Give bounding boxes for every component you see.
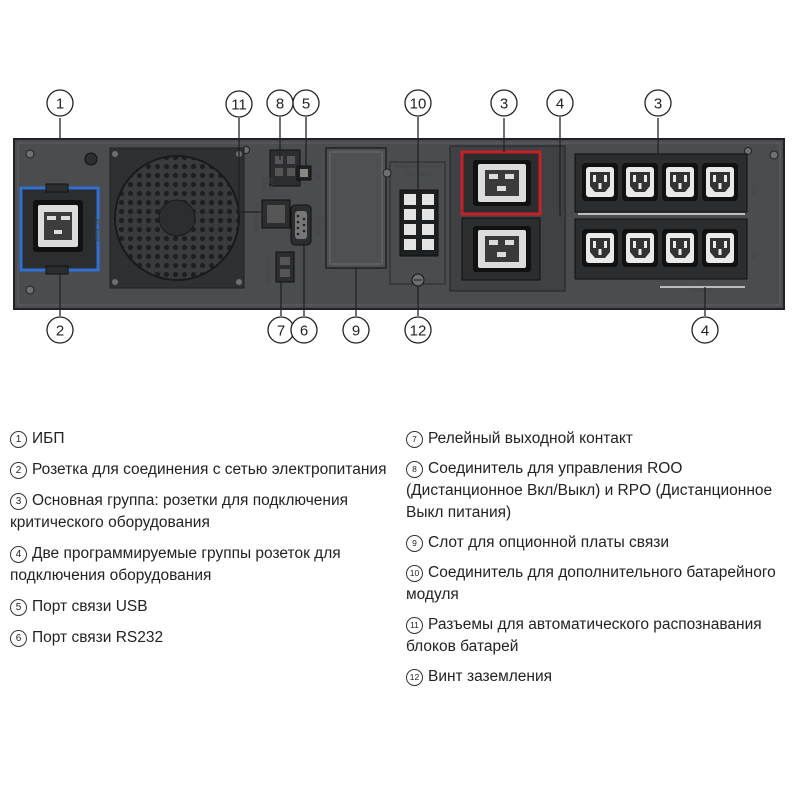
corner-screw-icon [25,146,779,295]
legend-number: 6 [10,630,27,647]
rpo-label: RPO [260,178,266,191]
callout-number: 5 [302,96,310,113]
communication-card-slot [325,147,387,269]
ac-output-label: AC Output [455,204,461,232]
legend-item: 9 Слот для опционной платы связи [406,532,798,554]
relay-out-connector: Relay Out [266,251,295,283]
callout-leaders [59,117,706,316]
legend-number: 3 [10,493,27,510]
callout-number: 3 [500,96,508,113]
callout-c12: 12 [404,316,432,344]
legend-item: 6 Порт связи RS232 [10,627,395,649]
legend-number: 4 [10,546,27,563]
legend-number: 2 [10,462,27,479]
callout-c2: 2 [46,316,74,344]
legend-text: Розетка для соединения с сетью электропи… [32,461,387,478]
callout-number: 7 [277,323,285,340]
ground-screw-icon: ⏚ [411,273,438,287]
legend-number: 5 [10,599,27,616]
callout-c4a: 4 [546,89,574,117]
legend-item: 1 ИБП [10,428,395,450]
svg-text:⏚: ⏚ [432,277,438,284]
legend-text: Порт связи USB [32,598,148,615]
legend-left-column: 1 ИБП 2 Розетка для соединения с сетью эле… [10,428,395,658]
legend-number: 1 [10,431,27,448]
rpo-roo-connector: RPO ROO [260,149,301,192]
callout-c8: 8 [266,89,294,117]
battery-connector: Battery connector 72V ⎓60A [382,161,446,285]
callout-c3a: 3 [490,89,518,117]
callout-number: 4 [556,96,564,113]
legend-item: 5 Порт связи USB [10,596,395,618]
legend-number: 12 [406,669,423,686]
c19-outlet-icon [473,160,531,206]
c19-outlet-icon [473,226,531,272]
group2-label: Group 2 [690,288,712,294]
callout-c6: 6 [290,316,318,344]
ac-input-label: AC Input [93,218,99,242]
legend-text: Две программируемые группы розеток для п… [10,545,341,584]
legend-text: Порт связи RS232 [32,629,164,646]
callout-c3b: 3 [644,89,672,117]
legend-text: Винт заземления [428,668,552,685]
callout-number: 9 [352,323,360,340]
ups-rear-panel-diagram: AC Input RPO ROO ⇆ Batt det RS [13,89,785,344]
callout-number: 2 [56,323,64,340]
legend-text: Соединитель для управления ROO (Дистанци… [406,460,773,521]
legend-text: Основная группа: розетки для подключения… [10,492,349,531]
group1-amps-label: 10A [750,185,756,196]
legend-number: 11 [406,617,423,634]
legend-text: Соединитель для дополнительного батарейн… [406,564,776,603]
callout-c10: 10 [404,89,432,117]
legend-number: 8 [406,461,423,478]
callout-number: 11 [231,97,247,114]
battery-detection-label: Batt det [254,211,260,232]
legend-text: ИБП [32,430,65,447]
usb-port: ⇆ [296,165,320,181]
fan-grille-icon [109,147,245,289]
roo-label: ROO [266,178,272,192]
ac-input-socket: AC Input [19,183,100,275]
group2-amps-label: 10A [750,250,756,261]
legend-item: 2 Розетка для соединения с сетью электроп… [10,459,395,481]
legend-text: Разъемы для автоматического распознавани… [406,616,762,655]
callout-c9: 9 [342,316,370,344]
callout-number: 10 [410,96,427,113]
callout-c7: 7 [267,316,295,344]
programmable-group-2: 10A Group 2 [574,218,756,294]
c20-inlet-icon [33,200,83,252]
callout-c4b: 4 [691,316,719,344]
callout-c1: 1 [46,89,74,117]
legend-number: 10 [406,565,423,582]
legend-text: Релейный выходной контакт [428,430,633,447]
legend-number: 7 [406,431,423,448]
legend-item: 12 Винт заземления [406,666,798,688]
rs232-port: RS232 [290,204,320,246]
battery-detection-connector: Batt det [254,199,291,232]
rs232-label: RS232 [314,217,320,236]
callout-c11: 11 [225,90,253,118]
callout-c5: 5 [292,89,320,117]
callout-number: 6 [300,323,308,340]
relay-out-label: Relay Out [266,256,272,283]
legend-item: 7 Релейный выходной контакт [406,428,798,450]
primary-output-group: AC Output [449,145,566,292]
programmable-group-1: 10A Group 1 [552,153,756,219]
legend-number: 9 [406,535,423,552]
callout-number: 12 [410,323,427,340]
group1-label: Group 1 [552,213,574,219]
callout-number: 8 [276,96,284,113]
legend-text: Слот для опционной платы связи [428,534,669,551]
callout-number: 4 [701,323,709,340]
callout-number: 3 [654,96,662,113]
usb-icon: ⇆ [315,173,320,180]
callout-number: 1 [56,96,64,113]
